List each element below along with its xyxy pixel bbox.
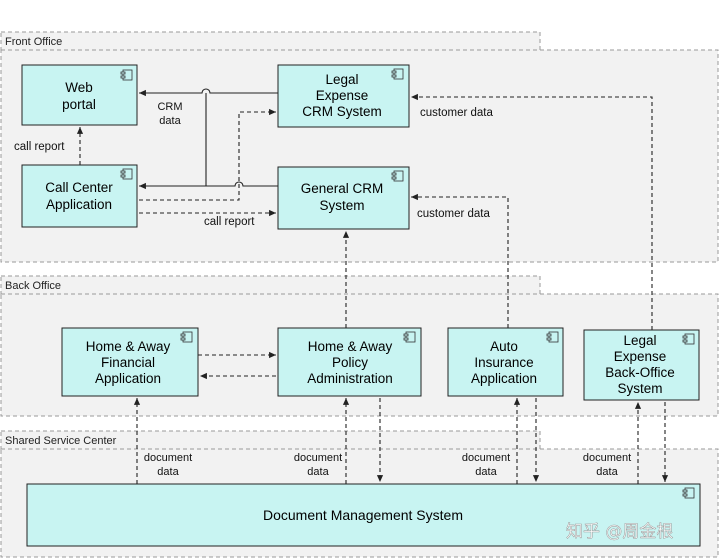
- home-away-policy-label-line1: Home & Away: [308, 339, 393, 354]
- call-center-label-line2: Application: [46, 197, 112, 212]
- component-icon: [403, 331, 416, 343]
- front-office-label: Front Office: [5, 36, 62, 48]
- crm-data-edge-top: [139, 88, 278, 97]
- home-away-financial-label-line3: Application: [95, 371, 161, 386]
- home-away-policy-label-line2: Policy: [332, 355, 368, 370]
- general-crm-component[interactable]: General CRM System: [277, 166, 410, 230]
- home-away-financial-label-line2: Financial: [101, 355, 155, 370]
- crm-data-edge-bottom: [139, 181, 278, 190]
- general-crm-label-line1: General CRM: [301, 181, 384, 196]
- component-icon: [546, 331, 559, 343]
- back-office-label: Back Office: [5, 280, 61, 292]
- legal-backoffice-label-line2: Expense: [614, 349, 667, 364]
- watermark: 知乎 @周金根: [566, 522, 673, 542]
- web-portal-label-line1: Web: [65, 80, 93, 95]
- edge-labels: CRM data call report call report custome…: [14, 101, 631, 478]
- document-data-label-4-line1: document: [583, 452, 631, 464]
- document-data-label-2-line2: data: [307, 466, 329, 478]
- component-icon: [120, 69, 133, 81]
- crm-data-label-line2: data: [159, 115, 181, 127]
- component-icon: [682, 333, 695, 345]
- document-data-label-3-line1: document: [462, 452, 510, 464]
- call-report-edge-2a: [139, 108, 276, 201]
- auto-insurance-component[interactable]: Auto Insurance Application: [447, 327, 564, 397]
- customer-data-label-1: customer data: [420, 107, 493, 119]
- document-management-component[interactable]: Document Management System: [26, 483, 701, 547]
- document-management-label: Document Management System: [263, 507, 463, 523]
- home-away-policy-component[interactable]: Home & Away Policy Administration: [277, 327, 422, 397]
- call-report-label-1: call report: [14, 141, 65, 153]
- auto-insurance-label-line2: Insurance: [474, 355, 533, 370]
- component-icon: [120, 168, 133, 180]
- customer-data-edge-1: [411, 93, 653, 330]
- shared-service-center-label: Shared Service Center: [5, 435, 117, 447]
- legal-expense-crm-label-line3: CRM System: [302, 104, 382, 119]
- legal-backoffice-label-line1: Legal: [623, 333, 656, 348]
- general-crm-label-line2: System: [319, 198, 364, 213]
- call-center-component[interactable]: Call Center Application: [21, 164, 138, 228]
- legal-expense-crm-component[interactable]: Legal Expense CRM System: [277, 64, 410, 128]
- document-data-label-1-line2: data: [157, 466, 179, 478]
- document-data-label-2-line1: document: [294, 452, 342, 464]
- customer-data-edge-2: [411, 193, 509, 328]
- auto-insurance-label-line3: Application: [471, 371, 537, 386]
- auto-insurance-label-line1: Auto: [490, 339, 518, 354]
- legal-expense-crm-label-line1: Legal: [325, 72, 358, 87]
- document-data-label-4-line2: data: [596, 466, 618, 478]
- legal-backoffice-label-line3: Back-Office: [605, 365, 675, 380]
- connections: [76, 88, 669, 484]
- customer-data-label-2: customer data: [417, 208, 490, 220]
- document-data-label-3-line2: data: [475, 466, 497, 478]
- legal-expense-crm-label-line2: Expense: [316, 88, 369, 103]
- document-data-label-1-line1: document: [144, 452, 192, 464]
- web-portal-label-line2: portal: [62, 97, 96, 112]
- component-icon: [391, 170, 404, 182]
- home-away-financial-label-line1: Home & Away: [86, 339, 171, 354]
- legal-backoffice-label-line4: System: [617, 381, 662, 396]
- component-icon: [682, 487, 695, 499]
- web-portal-component[interactable]: Web portal: [21, 64, 138, 126]
- crm-data-label-line1: CRM: [157, 101, 182, 113]
- component-icon: [391, 68, 404, 80]
- home-away-policy-label-line3: Administration: [307, 371, 393, 386]
- component-icon: [180, 331, 193, 343]
- home-away-financial-component[interactable]: Home & Away Financial Application: [61, 327, 199, 397]
- call-center-label-line1: Call Center: [45, 180, 113, 195]
- call-report-label-2: call report: [204, 216, 255, 228]
- legal-expense-backoffice-component[interactable]: Legal Expense Back-Office System: [583, 329, 700, 401]
